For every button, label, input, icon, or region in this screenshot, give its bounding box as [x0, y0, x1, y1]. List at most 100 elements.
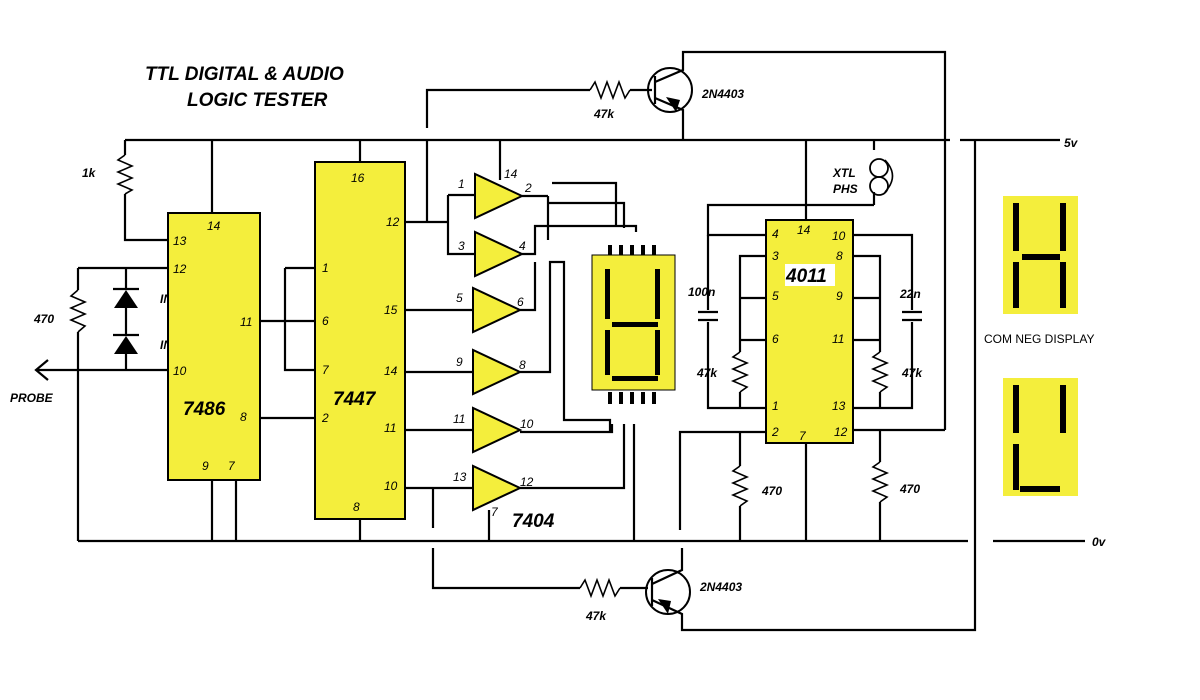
4011-pin-5: 5 — [772, 289, 779, 303]
crystal-icon-2 — [869, 176, 889, 196]
7486-pin-9: 9 — [202, 459, 209, 473]
chip-7486-name: 7486 — [183, 399, 226, 420]
7447-pin-15: 15 — [384, 303, 398, 317]
resistor-47k-right — [870, 351, 890, 393]
capacitor-22n-icon — [902, 310, 922, 322]
4011-pin-11: 11 — [832, 332, 844, 346]
q1-emitter-wire — [654, 96, 685, 140]
wire-gate1-branch — [546, 196, 626, 240]
4011-pin-13: 13 — [832, 399, 846, 413]
4011-right-bridge-wires — [853, 296, 880, 342]
wire-gate4-out — [520, 260, 612, 432]
display-bottom-pins — [608, 392, 656, 404]
4011-pin-3: 3 — [772, 249, 779, 263]
capacitor-100n-icon — [698, 310, 718, 322]
inverter-gate-6 — [472, 464, 523, 512]
resistor-47k-left-label: 47k — [696, 366, 718, 380]
chip-7447-name: 7447 — [333, 389, 377, 410]
crystal-label-2: PHS — [833, 182, 858, 196]
r1k-bottom-wire — [123, 194, 168, 242]
probe-tip-icon — [34, 359, 49, 381]
cap22n-bottom-wire — [853, 322, 914, 410]
7404-pin-13: 13 — [453, 470, 467, 484]
diode-2-icon — [114, 336, 138, 354]
crystal-label-1: XTL — [832, 166, 856, 180]
7404-pin-4: 4 — [519, 239, 526, 253]
inverter-gate-1 — [474, 172, 525, 220]
transistor-q1-label: 2N4403 — [701, 87, 744, 101]
com-neg-display-top — [1003, 196, 1078, 314]
4011-pin-4: 4 — [772, 227, 779, 241]
q1-collector-wire — [654, 50, 947, 430]
display-top-pins — [608, 245, 656, 255]
chip-7447 — [314, 161, 406, 520]
7447-pin-14: 14 — [384, 364, 398, 378]
diode-1-icon — [114, 290, 138, 308]
7447-pin-12: 12 — [386, 215, 400, 229]
7486-pin-7: 7 — [228, 459, 236, 473]
cap22n-top-wire — [853, 233, 914, 310]
inverter-gate-5 — [472, 406, 523, 454]
r47k-left-top-wire — [738, 254, 766, 352]
chip-4011-name-bg — [785, 264, 835, 286]
resistor-47k-left — [730, 351, 750, 393]
chip-4011-name: 4011 — [785, 266, 827, 287]
wire-gate3-out — [520, 262, 537, 312]
4011-pin4-top-wire — [706, 203, 874, 237]
7404-pin-6: 6 — [517, 295, 524, 309]
7447-pin-11: 11 — [384, 421, 396, 435]
7447-pin-2: 2 — [321, 411, 329, 425]
7404-pin-11: 11 — [453, 412, 465, 426]
7486-pin-10: 10 — [173, 364, 187, 378]
4011-pin-1: 1 — [772, 399, 779, 413]
q1-arrow-icon — [666, 97, 680, 112]
7447-pin-16: 16 — [351, 171, 365, 185]
title-line-1: TTL DIGITAL & AUDIO — [145, 64, 344, 85]
resistor-470-left — [730, 465, 750, 507]
7404-pin-1: 1 — [458, 177, 465, 191]
4011-pin-14: 14 — [797, 223, 811, 237]
7486-pin-8: 8 — [240, 410, 247, 424]
4011-pin-2: 2 — [771, 425, 779, 439]
q2-collector-wire — [651, 548, 684, 585]
q2-base-wire-left — [431, 548, 580, 590]
resistor-470-right-label: 470 — [899, 482, 920, 496]
q1-base-wire-left — [425, 88, 590, 128]
7486-pin-13: 13 — [173, 234, 187, 248]
7404-pin-5: 5 — [456, 291, 463, 305]
wire-gate1-gate3-inputs — [446, 193, 475, 256]
7404-pin-3: 3 — [458, 239, 465, 253]
resistor-1k — [115, 154, 135, 195]
4011-pin-9: 9 — [836, 289, 843, 303]
com-neg-display-label: COM NEG DISPLAY — [984, 332, 1094, 346]
crystal-arc — [884, 159, 894, 193]
7404-pin-2: 2 — [524, 181, 532, 195]
7404-pin-14: 14 — [504, 167, 518, 181]
7404-pin-8: 8 — [519, 358, 526, 372]
resistor-q2-base-label: 47k — [585, 609, 607, 623]
chip-4011 — [765, 219, 854, 444]
7486-pin-12: 12 — [173, 262, 187, 276]
7486-gnd-wires — [210, 480, 238, 541]
7404-pin-12: 12 — [520, 475, 534, 489]
crystal-icon — [869, 158, 889, 178]
resistor-1k-label: 1k — [82, 166, 97, 180]
4011-pin-6: 6 — [772, 332, 779, 346]
chip-7486 — [167, 212, 261, 481]
resistor-q1-base — [589, 79, 631, 101]
resistor-q1-base-label: 47k — [593, 107, 615, 121]
transistor-q2-label: 2N4403 — [699, 580, 742, 594]
7486-pin-14: 14 — [207, 219, 221, 233]
wire-gate2-out — [522, 224, 638, 256]
inverter-gate-3 — [472, 286, 523, 334]
chip-7404-name: 7404 — [512, 511, 555, 532]
7404-pin-9: 9 — [456, 355, 463, 369]
4011-pin-10: 10 — [832, 229, 846, 243]
4011-pin-8: 8 — [836, 249, 843, 263]
inverter-gate-4 — [472, 348, 523, 396]
7447-pin-10: 10 — [384, 479, 398, 493]
capacitor-22n-label: 22n — [899, 287, 921, 301]
inverter-gate-2 — [474, 230, 525, 278]
resistor-470-left-label: 470 — [761, 484, 782, 498]
resistor-470-probe-label: 470 — [33, 312, 54, 326]
